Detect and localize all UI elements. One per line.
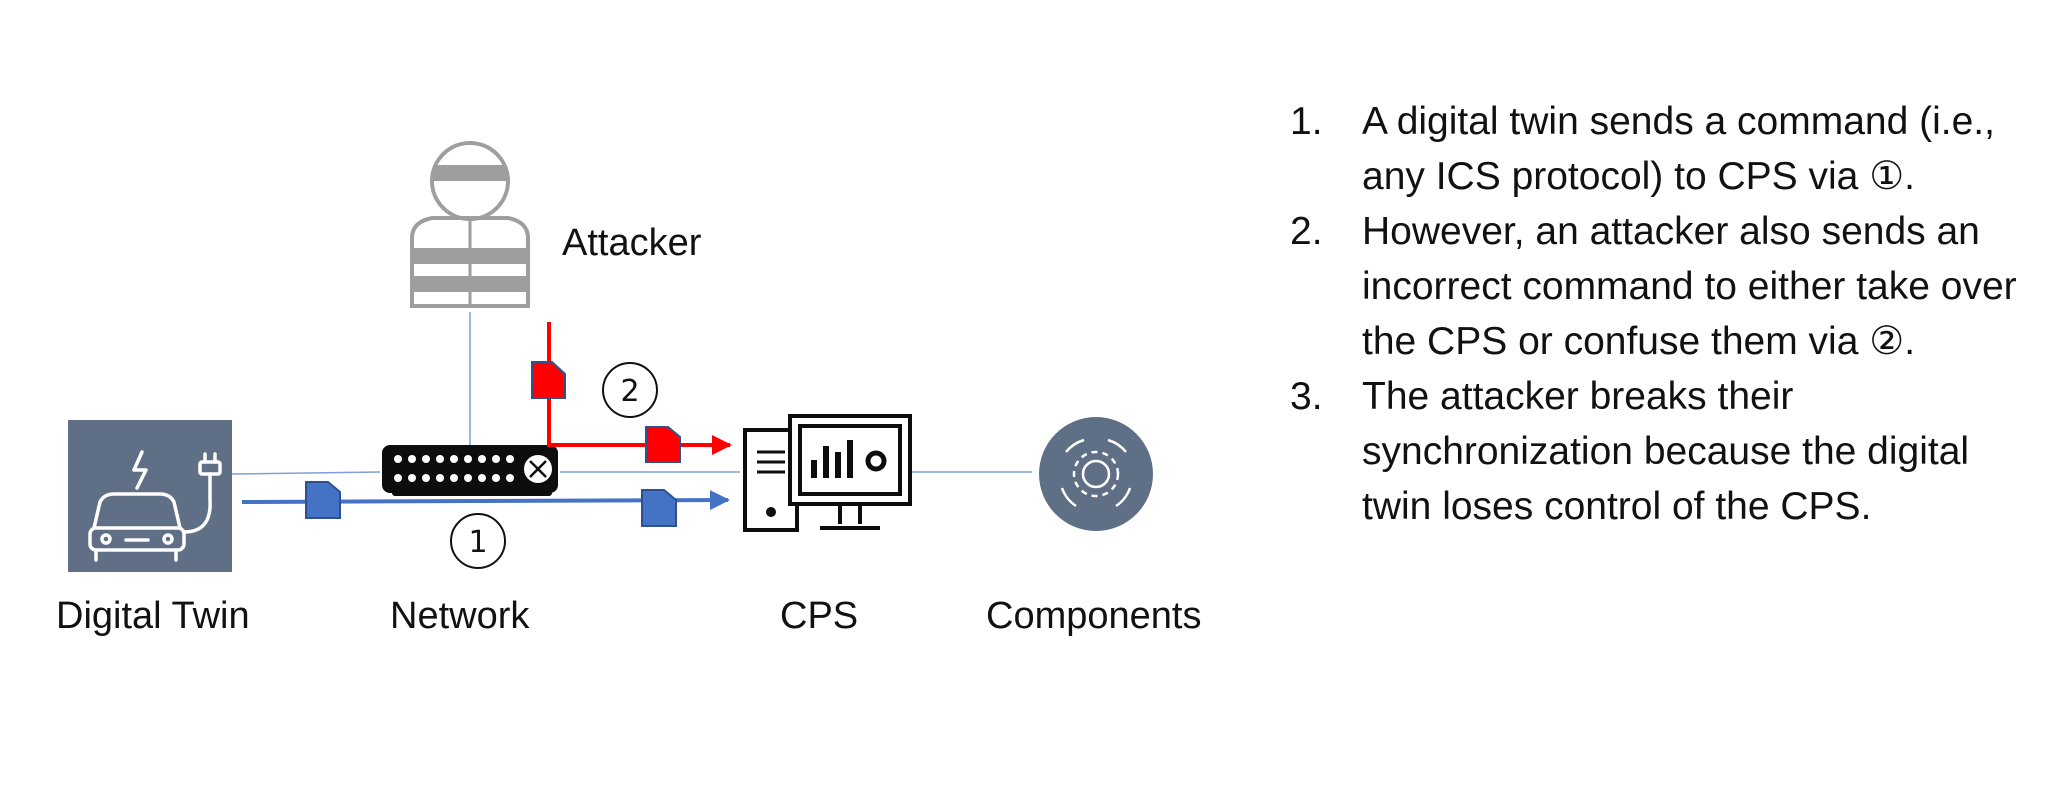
attacker-person-icon	[410, 141, 530, 308]
thin-links	[231, 312, 1032, 475]
step-text: However, an attacker also sends an incor…	[1362, 210, 2017, 363]
marker-two: 2	[620, 374, 639, 409]
switch-port	[506, 474, 514, 482]
switch-port	[464, 474, 472, 482]
packet-icon	[531, 361, 566, 399]
switch-port	[408, 455, 416, 463]
switch-port	[394, 474, 402, 482]
marker-one-circle	[450, 513, 506, 569]
switch-port	[478, 455, 486, 463]
digital-twin-label: Digital Twin	[56, 595, 250, 637]
diagram-canvas: Attacker Digital Twin Network 1 2	[56, 141, 1201, 637]
network-label: Network	[390, 595, 530, 637]
step-text: The attacker breaks their synchronizatio…	[1362, 375, 1970, 528]
switch-port	[478, 474, 486, 482]
step-text: A digital twin sends a command (i.e., an…	[1362, 100, 1995, 198]
switch-port	[422, 455, 430, 463]
attacker-label: Attacker	[562, 222, 702, 264]
packet-icon	[645, 426, 681, 463]
components-label: Components	[986, 595, 1201, 637]
marker-two-circle	[602, 362, 658, 418]
marker-one: 1	[468, 525, 487, 560]
network-switch-icon	[382, 445, 558, 496]
switch-port	[506, 455, 514, 463]
switch-port	[408, 474, 416, 482]
switch-ports	[394, 455, 514, 482]
computer-dashboard-icon	[743, 414, 912, 532]
gear-cycle-icon	[1039, 417, 1153, 531]
step-item: 3. The attacker breaks their synchroniza…	[1290, 369, 2030, 534]
switch-port	[464, 455, 472, 463]
step-number: 2.	[1290, 210, 1323, 253]
switch-port	[450, 455, 458, 463]
packet-icon	[641, 489, 677, 527]
switch-port	[436, 474, 444, 482]
ev-car-charging-icon	[68, 420, 232, 572]
switch-port	[492, 474, 500, 482]
switch-port	[450, 474, 458, 482]
switch-port	[394, 455, 402, 463]
step-item: 1. A digital twin sends a command (i.e.,…	[1290, 94, 2030, 204]
switch-port	[436, 455, 444, 463]
switch-port	[422, 474, 430, 482]
packet-icon	[305, 481, 341, 519]
steps-list: 1. A digital twin sends a command (i.e.,…	[1290, 94, 2030, 534]
step-item: 2. However, an attacker also sends an in…	[1290, 204, 2030, 369]
cps-label: CPS	[780, 595, 858, 637]
switch-port	[492, 455, 500, 463]
step-number: 1.	[1290, 100, 1323, 143]
step-number: 3.	[1290, 375, 1323, 418]
